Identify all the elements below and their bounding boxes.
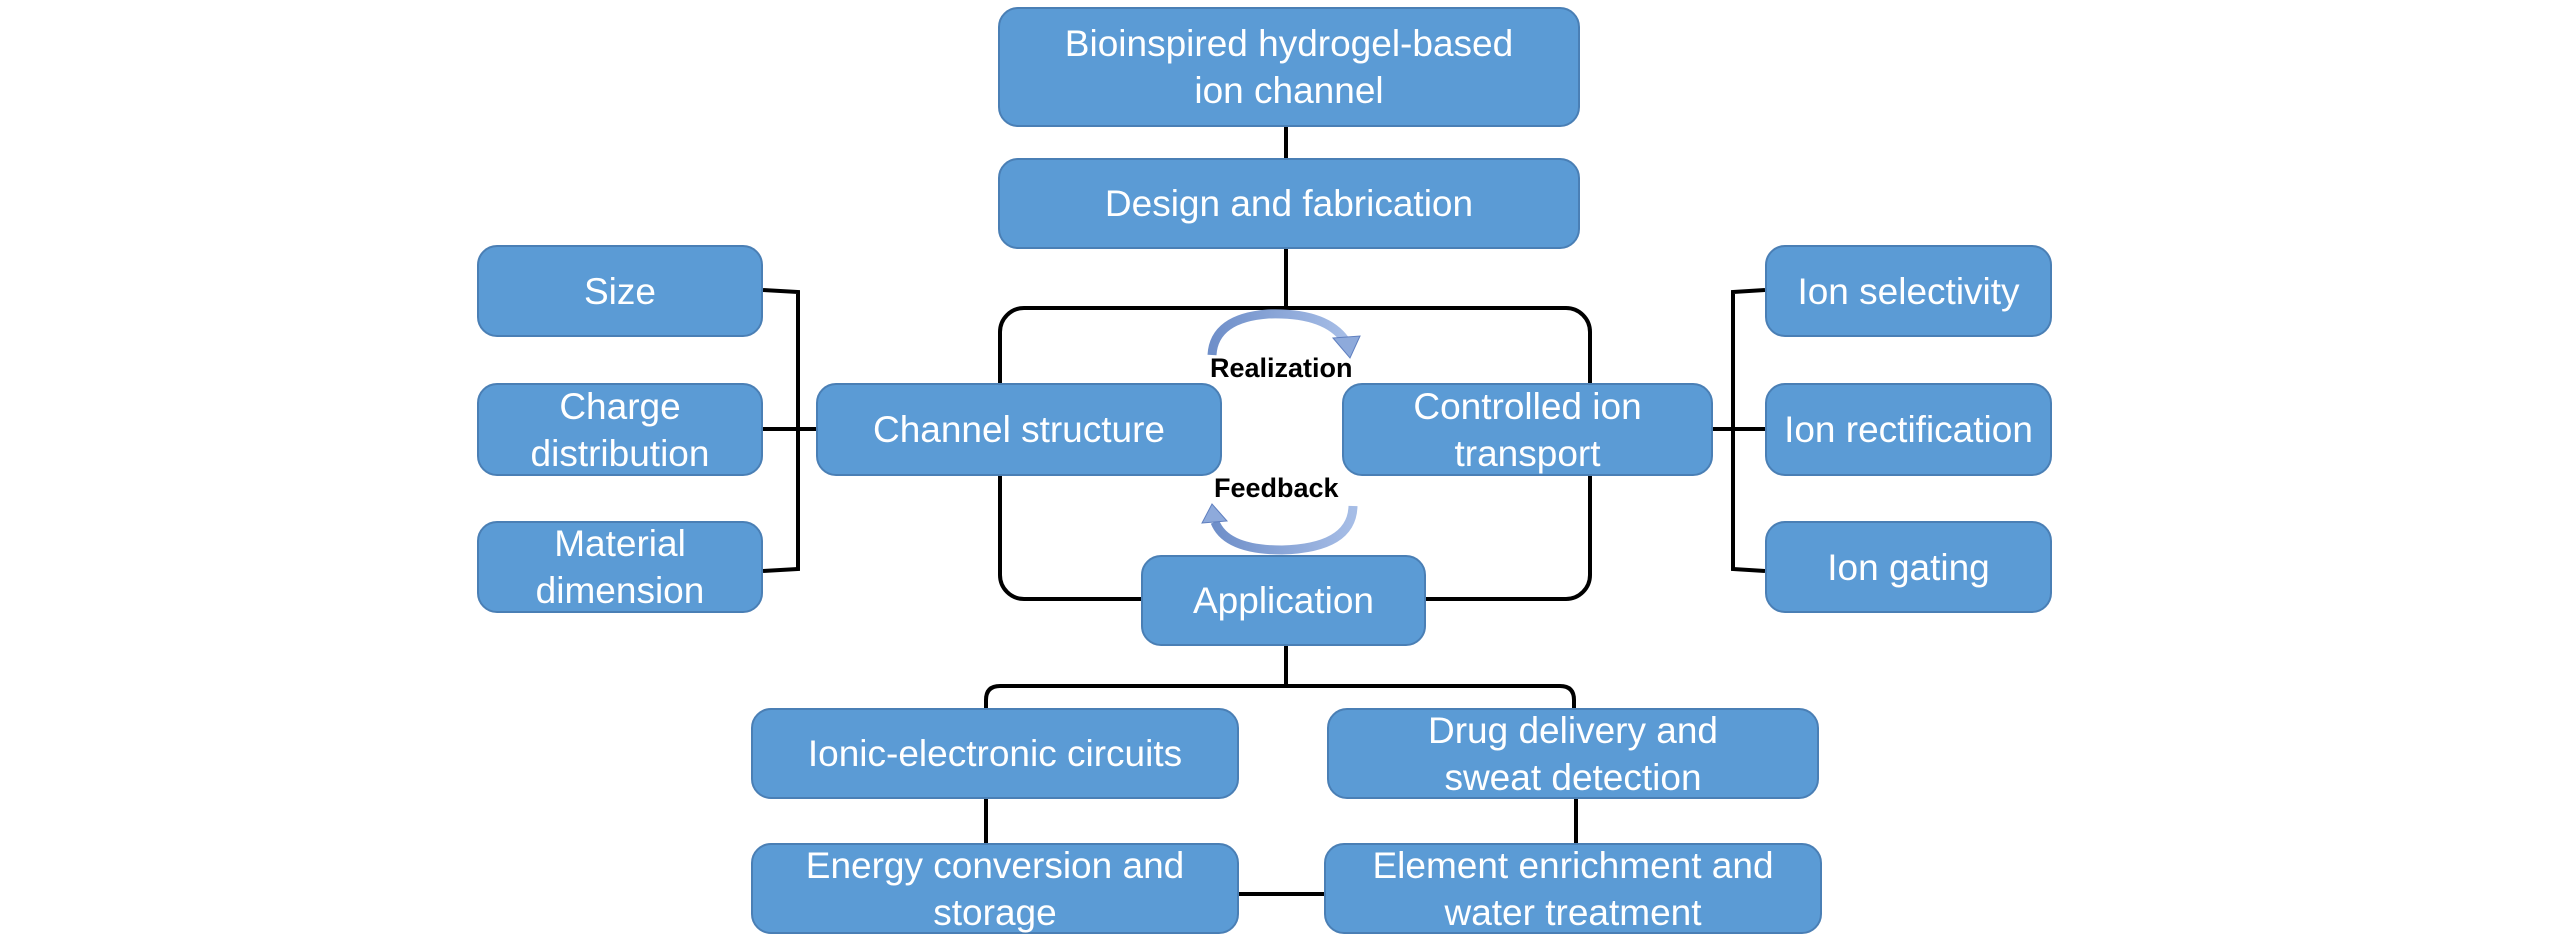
factor-label: Charge distribution <box>530 385 710 474</box>
controlled-transport-box: Controlled ion transport <box>1342 383 1713 476</box>
application-box: Application <box>1141 555 1426 646</box>
application-split <box>984 684 1576 708</box>
feedback-label: Feedback <box>1214 473 1339 503</box>
property-box-selectivity: Ion selectivity <box>1765 245 2052 337</box>
realization-label: Realization <box>1210 353 1353 383</box>
application-item-label: Drug delivery and sweat detection <box>1428 709 1718 798</box>
feedback-arrow-icon <box>1201 503 1358 555</box>
application-item-drug-delivery: Drug delivery and sweat detection <box>1327 708 1819 799</box>
application-item-energy: Energy conversion and storage <box>751 843 1239 934</box>
channel-structure-box: Channel structure <box>816 383 1222 476</box>
property-box-gating: Ion gating <box>1765 521 2052 613</box>
realization-arrow-icon <box>1207 309 1361 359</box>
design-box: Design and fabrication <box>998 158 1580 249</box>
application-item-label: Element enrichment and water treatment <box>1372 844 1774 933</box>
application-item-circuits: Ionic-electronic circuits <box>751 708 1239 799</box>
application-item-element-enrichment: Element enrichment and water treatment <box>1324 843 1822 934</box>
property-label: Ion gating <box>1827 546 1990 588</box>
root-label: Bioinspired hydrogel-based ion channel <box>1064 23 1514 111</box>
factor-label: Material dimension <box>535 523 705 611</box>
design-label: Design and fabrication <box>1104 183 1474 224</box>
factor-box-size: Size <box>477 245 763 337</box>
factor-box-charge: Charge distribution <box>477 383 763 476</box>
controlled-transport-label: Controlled ion transport <box>1413 385 1642 474</box>
property-label: Ion rectification <box>1784 409 2033 450</box>
factor-label: Size <box>584 270 656 312</box>
property-label: Ion selectivity <box>1797 270 2020 312</box>
application-item-label: Ionic-electronic circuits <box>807 733 1183 774</box>
channel-structure-label: Channel structure <box>872 409 1166 450</box>
application-label: Application <box>1192 580 1374 621</box>
root-box: Bioinspired hydrogel-based ion channel <box>998 7 1580 127</box>
application-item-label: Energy conversion and storage <box>805 844 1185 933</box>
property-box-rectification: Ion rectification <box>1765 383 2052 476</box>
factor-box-material: Material dimension <box>477 521 763 613</box>
